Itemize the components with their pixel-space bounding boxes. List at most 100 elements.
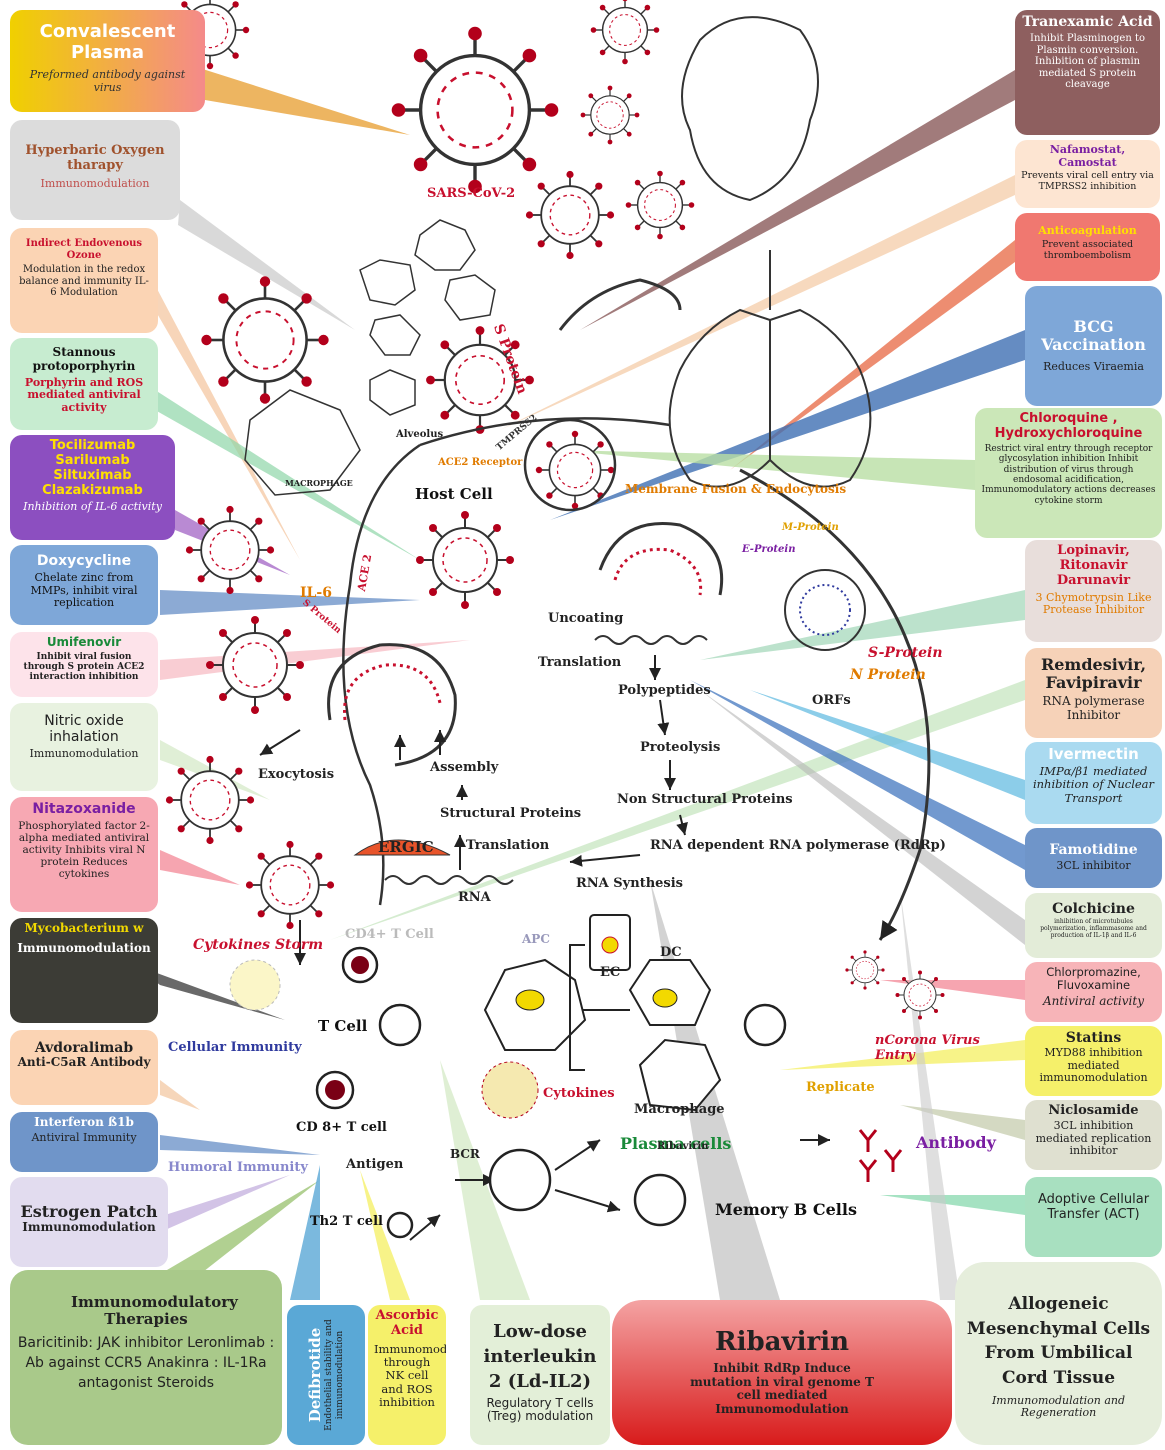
box-title: Adoptive Cellular Transfer (ACT) [1037,1192,1150,1222]
label-translation-1: Translation [538,655,622,670]
box-title: Stannous protoporphyrin [32,345,136,373]
label-alveolus: Alveolus [396,429,444,440]
label-membrane-fusion: Membrane Fusion & Endocytosis [625,482,847,496]
box-desc: Antiviral Immunity [31,1130,137,1144]
label-cellular-immunity: Cellular Immunity [168,1040,302,1055]
box-desc: Immunomodulation [40,176,150,190]
box-colchicine: Colchicine inhibition of microtubules po… [1025,893,1162,958]
box-title: Anticoagulation [1038,224,1137,237]
box-desc: Immunomodulation [22,1220,156,1235]
label-s-protein-2: S-Protein [868,645,943,661]
box-title: Tocilizumab Sarilumab Siltuximab Clazaki… [42,438,143,498]
box-title: Colchicine [1052,901,1135,917]
label-memory-b: Memory B Cells [715,1200,857,1219]
label-ace2-receptor: ACE2 Receptor [438,457,523,468]
box-statins: Statins MYD88 inhibition mediated immuno… [1025,1026,1162,1096]
box-title: Ribavirin [715,1327,849,1357]
box-remdesivir: Remdesivir, Favipiravir RNA polymerase I… [1025,648,1162,738]
box-desc: Inhibit Plasminogen to Plasmin conversio… [1030,33,1145,91]
box-stannous: Stannous protoporphyrin Porphyrin and RO… [10,338,158,430]
box-title: Avdoralimab [34,1040,134,1056]
label-t-cell: T Cell [318,1017,368,1035]
box-desc: Phosphorylated factor 2-alpha mediated a… [18,820,150,881]
box-desc: Inhibit viral fusion through S protein A… [23,651,145,683]
label-polypeptides: Polypeptides [618,683,711,698]
box-title: Lopinavir, Ritonavir Darunavir [1056,543,1131,588]
label-orfs: ORFs [812,693,851,708]
label-il6: IL-6 [300,585,332,601]
box-immunomodulatory: Immunomodulatory Therapies Baricitinib: … [10,1270,282,1445]
box-hyperbaric-oxygen: Hyperbaric Oxygen tharapy Immunomodulati… [10,120,180,220]
box-avdoralimab: Avdoralimab Anti-C5aR Antibody [10,1030,158,1105]
label-n-protein: N Protein [850,667,926,683]
label-apc: APC [522,932,550,946]
box-bcg: BCG Vaccination Reduces Viraemia [1025,286,1162,406]
box-title: Defibrotide [306,1327,325,1423]
box-title: Chloroquine , Hydroxychloroquine [994,411,1143,441]
box-tocilizumab: Tocilizumab Sarilumab Siltuximab Clazaki… [10,435,175,540]
box-title: Ascorbic Acid [375,1308,439,1338]
label-nsp: Non Structural Proteins [617,792,793,807]
box-desc: Endothelial stability and immunomodulati… [324,1319,345,1431]
box-title: Convalescent Plasma [39,21,176,63]
box-desc: 3CL inhibitor [1056,859,1131,873]
label-structural: Structural Proteins [440,806,582,821]
label-macrophage-small: MACROPHAGE [285,478,353,488]
box-desc: IMPα/β1 mediated inhibition of Nuclear T… [1032,764,1155,805]
box-desc: Restrict viral entry through receptor gl… [981,443,1156,506]
box-title: Niclosamide [1048,1103,1139,1118]
label-rna: RNA [458,890,491,905]
box-allogeneic: Allogeneic Mesenchymal Cells From Umbili… [955,1262,1162,1445]
label-cytokines-storm: Cytokines Storm [193,937,324,953]
label-uncoating: Uncoating [548,611,624,626]
box-desc: inhibition of microtubules polymerizatio… [1040,918,1147,939]
box-anticoagulation: Anticoagulation Prevent associated throm… [1015,213,1160,281]
box-defibrotide: Defibrotide Endothelial stability and im… [287,1305,365,1445]
box-convalescent-plasma: Convalescent Plasma Preformed antibody a… [10,10,205,112]
box-ivermectin: Ivermectin IMPα/β1 mediated inhibition o… [1025,742,1162,824]
box-desc: Antiviral activity [1043,994,1144,1009]
box-title: Interferon ß1b [34,1115,134,1129]
box-ozone: Indirect Endovenous Ozone Modulation in … [10,228,158,333]
box-nafamostat: Nafamostat, Camostat Prevents viral cell… [1015,140,1160,208]
label-macrophage: Macrophage [634,1102,725,1117]
box-title: Ivermectin [1048,745,1139,763]
box-title: Statins [1065,1030,1122,1046]
label-cytokines: Cytokines [543,1086,615,1101]
box-desc: Reduces Viraemia [1043,359,1144,373]
box-title: Immunomodulatory Therapies [71,1293,238,1329]
box-desc: MYD88 inhibition mediated immunomodulati… [1039,1046,1148,1085]
label-proteolysis: Proteolysis [640,740,721,755]
label-antigen: Antigen [346,1157,404,1172]
box-title: Doxycycline [36,553,132,569]
box-chlorpromazine: Chlorpromazine, Fluvoxamine Antiviral ac… [1025,962,1162,1022]
box-title: Umifenovir [46,635,122,649]
box-estrogen: Estrogen Patch Immunomodulation [10,1177,168,1267]
box-niclosamide: Niclosamide 3CL inhibition mediated repl… [1025,1100,1162,1170]
label-ncorona: nCorona Virus Entry [875,1033,980,1063]
label-assembly: Assembly [430,760,499,775]
label-m-protein: M-Protein [782,522,839,533]
box-chloroquine: Chloroquine , Hydroxychloroquine Restric… [975,408,1162,538]
box-lopinavir: Lopinavir, Ritonavir Darunavir 3 Chymotr… [1025,540,1162,642]
box-desc: Inhibit RdRp Induce mutation in viral ge… [690,1360,874,1417]
box-nitazoxanide: Nitazoxanide Phosphorylated factor 2-alp… [10,797,158,912]
label-cd4: CD4+ T Cell [345,927,434,942]
label-plasma-cells: Plasma cells [620,1134,732,1153]
box-desc: Preformed antibody against virus [29,68,186,95]
box-desc: 3CL inhibition mediated replication inhi… [1035,1118,1152,1158]
box-ribavirin: Ribavirin Inhibit RdRp Induce mutation i… [612,1300,952,1445]
box-desc: Prevent associated thromboembolism [1041,238,1134,261]
box-act: Adoptive Cellular Transfer (ACT) [1025,1177,1162,1257]
label-rna-synthesis: RNA Synthesis [576,876,683,891]
label-th2: Th2 T cell [310,1214,383,1229]
box-title: Nitric oxide inhalation [44,713,124,746]
label-sars: SARS-CoV-2 [427,186,516,201]
box-desc: Inhibition of IL-6 activity [23,499,162,513]
box-title: Allogeneic Mesenchymal Cells From Umbili… [966,1294,1151,1388]
box-desc: Immunomodulation [29,747,139,761]
box-desc: Porphyrin and ROS mediated antiviral act… [24,375,144,414]
label-dc: DC [660,945,682,960]
box-title: Nafamostat, Camostat [1049,143,1126,169]
